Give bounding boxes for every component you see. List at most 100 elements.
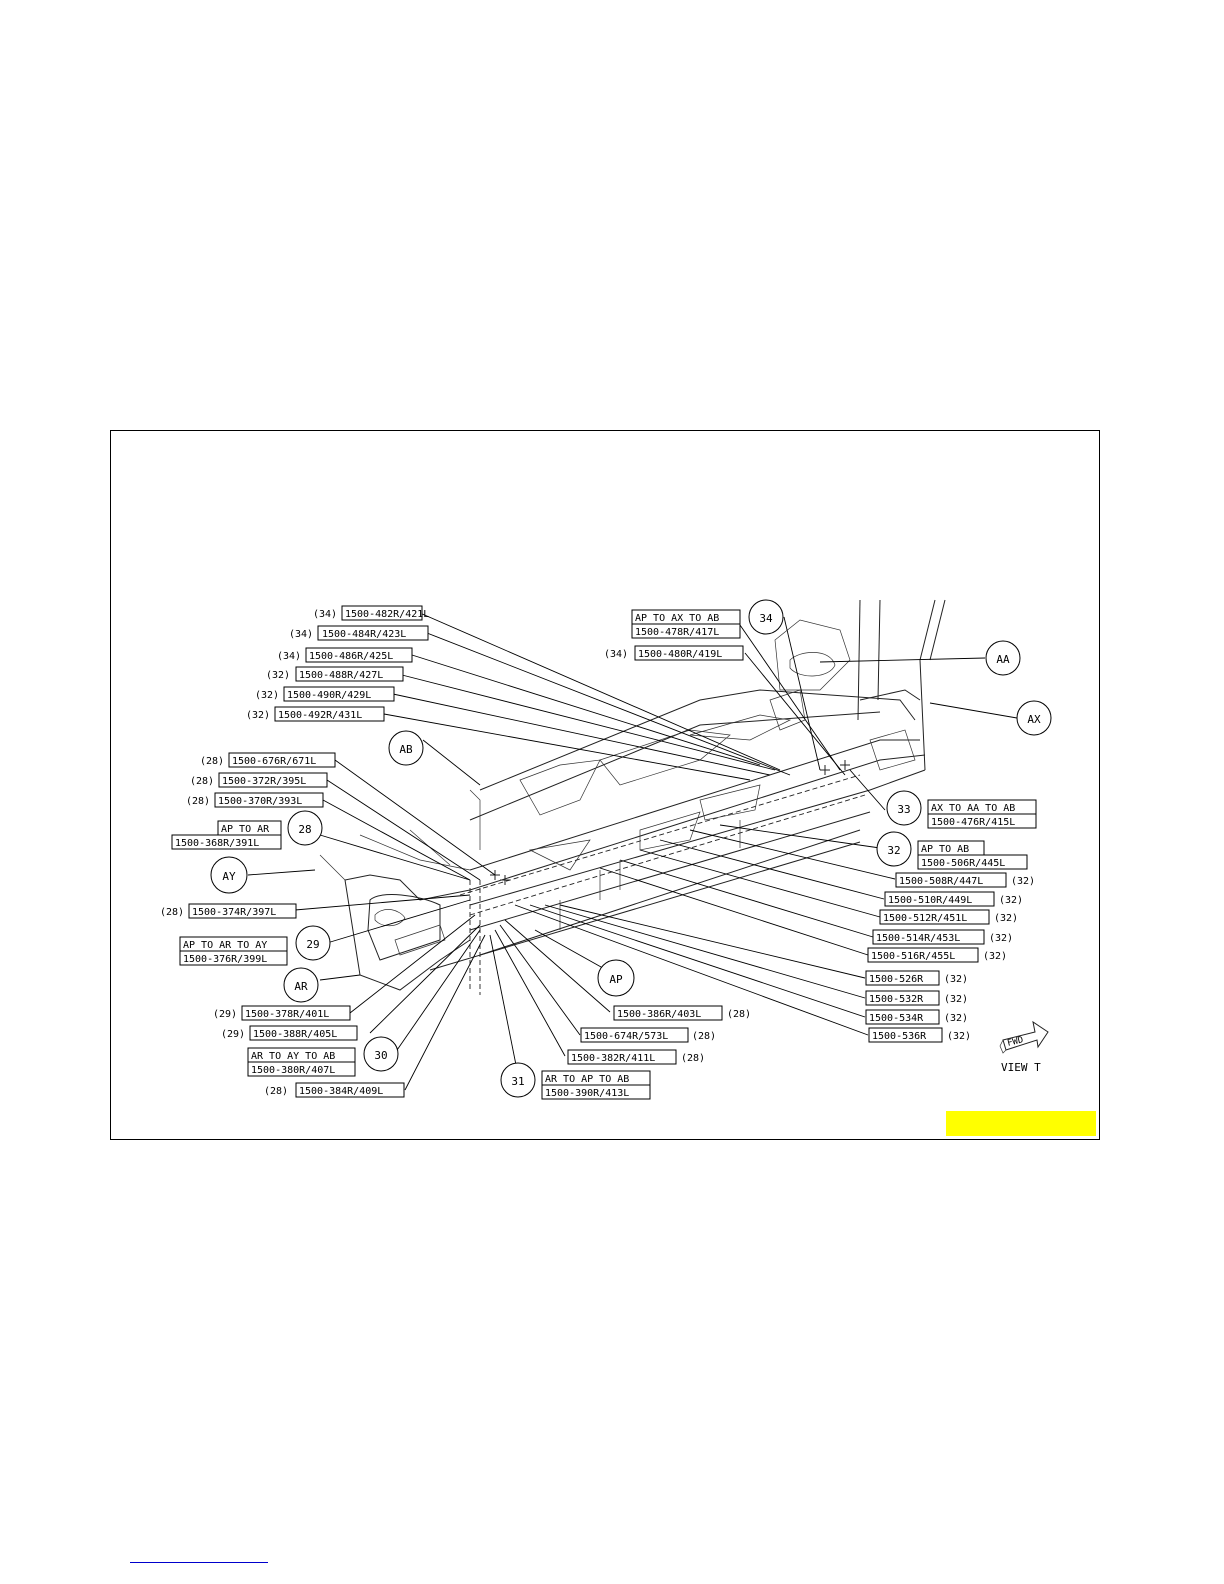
svg-text:1500-536R: 1500-536R <box>872 1031 927 1042</box>
svg-text:(32): (32) <box>944 974 968 985</box>
callout-1500-506r: AP TO AB 1500-506R/445L <box>917 840 1028 870</box>
svg-text:1500-384R/409L: 1500-384R/409L <box>299 1086 383 1097</box>
svg-text:(32): (32) <box>999 895 1023 906</box>
svg-text:1500-532R: 1500-532R <box>869 994 924 1005</box>
svg-text:1500-376R/399L: 1500-376R/399L <box>183 954 267 965</box>
svg-text:29: 29 <box>306 938 319 951</box>
svg-text:1500-372R/395L: 1500-372R/395L <box>222 776 306 787</box>
callout-1500-476r: AX TO AA TO AB 1500-476R/415L <box>927 799 1037 829</box>
balloon-30: 30 <box>363 1036 399 1072</box>
svg-text:28: 28 <box>298 823 311 836</box>
svg-text:1500-478R/417L: 1500-478R/417L <box>635 627 719 638</box>
svg-text:34: 34 <box>759 612 773 625</box>
svg-text:30: 30 <box>374 1049 387 1062</box>
callout-1500-508r: 1500-508R/447L (32) <box>895 872 1035 888</box>
svg-text:AY: AY <box>222 870 236 883</box>
svg-text:(32): (32) <box>266 670 290 681</box>
balloon-ap: AP <box>597 959 635 997</box>
svg-text:(32): (32) <box>944 1013 968 1024</box>
svg-text:(34): (34) <box>277 651 301 662</box>
callout-1500-492r: (32) 1500-492R/431L <box>246 706 385 722</box>
footer-link-underline[interactable] <box>130 1562 268 1563</box>
svg-text:1500-380R/407L: 1500-380R/407L <box>251 1065 335 1076</box>
balloon-ar: AR <box>283 967 319 1003</box>
svg-text:(32): (32) <box>255 690 279 701</box>
svg-text:1500-506R/445L: 1500-506R/445L <box>921 858 1005 869</box>
callout-1500-526r: 1500-526R (32) <box>865 970 968 986</box>
svg-text:1500-370R/393L: 1500-370R/393L <box>218 796 302 807</box>
view-label: VIEW T <box>1001 1061 1041 1074</box>
svg-text:1500-374R/397L: 1500-374R/397L <box>192 907 276 918</box>
callout-1500-480r: (34) 1500-480R/419L <box>604 645 744 661</box>
svg-text:1500-512R/451L: 1500-512R/451L <box>883 913 967 924</box>
svg-text:AR TO AP TO AB: AR TO AP TO AB <box>545 1074 629 1085</box>
balloon-29: 29 <box>295 925 331 961</box>
svg-text:1500-378R/401L: 1500-378R/401L <box>245 1009 329 1020</box>
highlight-box <box>946 1111 1096 1136</box>
svg-text:AP TO AB: AP TO AB <box>921 844 969 855</box>
svg-text:(28): (28) <box>190 776 214 787</box>
svg-text:(32): (32) <box>246 710 270 721</box>
callout-1500-384r: (28) 1500-384R/409L <box>264 1082 405 1098</box>
svg-text:AX: AX <box>1027 713 1041 726</box>
svg-text:1500-674R/573L: 1500-674R/573L <box>584 1031 668 1042</box>
balloon-31: 31 <box>500 1062 536 1098</box>
fwd-arrow-icon: FWD <box>999 1020 1049 1054</box>
svg-text:1500-482R/421L: 1500-482R/421L <box>345 609 429 620</box>
balloon-ax: AX <box>1016 700 1052 736</box>
svg-text:(32): (32) <box>947 1031 971 1042</box>
svg-text:1500-480R/419L: 1500-480R/419L <box>638 649 722 660</box>
callout-1500-674r: 1500-674R/573L (28) <box>580 1027 716 1043</box>
callout-1500-510r: 1500-510R/449L (32) <box>884 891 1023 907</box>
leader-lines <box>247 612 1018 1091</box>
svg-text:1500-488R/427L: 1500-488R/427L <box>299 670 383 681</box>
svg-text:1500-508R/447L: 1500-508R/447L <box>899 876 983 887</box>
svg-text:(29): (29) <box>221 1029 245 1040</box>
callout-1500-374r: (28) 1500-374R/397L <box>160 903 297 919</box>
svg-text:FWD: FWD <box>1006 1035 1024 1049</box>
svg-text:1500-516R/455L: 1500-516R/455L <box>871 951 955 962</box>
svg-text:AA: AA <box>996 653 1010 666</box>
callout-1500-376r: AP TO AR TO AY 1500-376R/399L <box>179 936 288 966</box>
callout-1500-380r: AR TO AY TO AB 1500-380R/407L <box>247 1047 356 1077</box>
svg-text:1500-368R/391L: 1500-368R/391L <box>175 838 259 849</box>
svg-text:(28): (28) <box>186 796 210 807</box>
callout-1500-536r: 1500-536R (32) <box>868 1027 971 1043</box>
svg-text:(34): (34) <box>289 629 313 640</box>
callout-1500-512r: 1500-512R/451L (32) <box>879 909 1018 925</box>
callout-1500-676r: (28) 1500-676R/671L <box>200 752 336 768</box>
svg-text:(28): (28) <box>727 1009 751 1020</box>
callout-1500-516r: 1500-516R/455L (32) <box>867 947 1007 963</box>
svg-text:(32): (32) <box>1011 876 1035 887</box>
svg-text:1500-490R/429L: 1500-490R/429L <box>287 690 371 701</box>
svg-text:1500-676R/671L: 1500-676R/671L <box>232 756 316 767</box>
balloon-32: 32 <box>876 831 912 867</box>
svg-text:(28): (28) <box>692 1031 716 1042</box>
balloon-aa: AA <box>985 640 1021 676</box>
svg-text:AB: AB <box>399 743 413 756</box>
svg-text:(28): (28) <box>160 907 184 918</box>
svg-text:1500-486R/425L: 1500-486R/425L <box>309 651 393 662</box>
callout-1500-372r: (28) 1500-372R/395L <box>190 772 328 788</box>
callout-1500-514r: 1500-514R/453L (32) <box>872 929 1013 945</box>
svg-text:1500-510R/449L: 1500-510R/449L <box>888 895 972 906</box>
svg-text:1500-526R: 1500-526R <box>869 974 924 985</box>
svg-text:1500-476R/415L: 1500-476R/415L <box>931 817 1015 828</box>
svg-text:1500-534R: 1500-534R <box>869 1013 924 1024</box>
balloon-33: 33 <box>886 790 922 826</box>
svg-text:(34): (34) <box>313 609 337 620</box>
svg-text:AX TO AA TO AB: AX TO AA TO AB <box>931 803 1015 814</box>
svg-text:1500-382R/411L: 1500-382R/411L <box>571 1053 655 1064</box>
svg-text:31: 31 <box>511 1075 524 1088</box>
callout-1500-488r: (32) 1500-488R/427L <box>266 666 404 682</box>
callout-1500-486r: (34) 1500-486R/425L <box>277 647 413 663</box>
callout-1500-368r: AP TO AR 1500-368R/391L <box>171 820 282 850</box>
svg-text:32: 32 <box>887 844 900 857</box>
callout-1500-482r: (34) 1500-482R/421L <box>313 605 429 621</box>
balloon-34: 34 <box>748 599 784 635</box>
svg-text:(32): (32) <box>944 994 968 1005</box>
svg-text:(28): (28) <box>681 1053 705 1064</box>
callout-1500-484r: (34) 1500-484R/423L <box>289 625 429 641</box>
svg-text:1500-390R/413L: 1500-390R/413L <box>545 1088 629 1099</box>
